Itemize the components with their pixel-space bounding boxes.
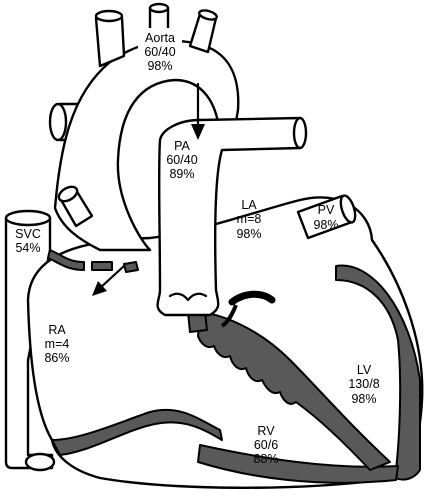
ra-wall-dash-1 bbox=[91, 261, 113, 271]
label-pa: PA 60/40 89% bbox=[166, 139, 197, 181]
right-pa-opening bbox=[48, 102, 68, 142]
pa-saturation: 89% bbox=[169, 167, 194, 181]
lv-saturation: 98% bbox=[351, 392, 376, 406]
pv-opening bbox=[339, 194, 357, 224]
label-rv: RV 60/6 88% bbox=[253, 424, 278, 466]
aorta-saturation: 98% bbox=[147, 59, 172, 73]
label-la: LA m=8 98% bbox=[236, 198, 261, 241]
lv-name: LV bbox=[357, 363, 372, 377]
pa-pressure: 60/40 bbox=[166, 153, 197, 167]
ra-name: RA bbox=[48, 323, 66, 337]
inferior-wall bbox=[197, 444, 399, 484]
svc-name: SVC bbox=[15, 227, 41, 241]
pulmonary-valve bbox=[168, 292, 208, 302]
aorta-branch-1 bbox=[94, 16, 126, 68]
pa-name: PA bbox=[174, 139, 190, 153]
label-pv: PV 98% bbox=[313, 203, 338, 232]
ductal-flow-arrowhead bbox=[191, 124, 205, 140]
ra-wall-dash-2 bbox=[123, 261, 139, 273]
svc-saturation: 54% bbox=[15, 241, 40, 255]
aorta-name: Aorta bbox=[145, 31, 175, 45]
rv-saturation: 88% bbox=[253, 452, 278, 466]
ra-saturation: 86% bbox=[44, 351, 69, 365]
la-pressure: m=8 bbox=[237, 212, 262, 226]
aorta-branch-3-opening bbox=[198, 9, 218, 21]
rv-name: RV bbox=[257, 424, 275, 438]
svc-junction-wall bbox=[47, 249, 85, 271]
mitral-annulus bbox=[228, 290, 276, 306]
label-lv: LV 130/8 98% bbox=[348, 363, 379, 406]
aorta-branch-2-opening bbox=[148, 2, 170, 14]
septum bbox=[197, 311, 391, 471]
la-name: LA bbox=[241, 198, 257, 212]
label-ra: RA m=4 86% bbox=[44, 323, 69, 365]
pulmonary-artery bbox=[156, 116, 302, 317]
lv-pressure: 130/8 bbox=[348, 377, 379, 391]
ra-pressure: m=4 bbox=[45, 337, 70, 351]
descending-aorta-opening bbox=[57, 185, 79, 203]
aorta-pressure: 60/40 bbox=[144, 45, 175, 59]
left-pa-opening bbox=[292, 116, 308, 150]
ra-flow-line bbox=[98, 264, 126, 290]
rv-wall bbox=[51, 408, 223, 456]
rv-pressure: 60/6 bbox=[254, 438, 278, 452]
ra-flow-arrowhead bbox=[92, 281, 107, 296]
ivc-opening bbox=[24, 452, 56, 472]
la-saturation: 98% bbox=[236, 227, 261, 241]
pv-saturation: 98% bbox=[313, 218, 338, 232]
label-svc: SVC 54% bbox=[15, 227, 41, 255]
mitral-leaflet bbox=[220, 304, 238, 328]
pv-name: PV bbox=[318, 203, 335, 217]
aorta-branch-1-opening bbox=[94, 9, 124, 23]
svc-opening bbox=[4, 209, 52, 227]
label-aorta: Aorta 60/40 98% bbox=[138, 28, 182, 76]
